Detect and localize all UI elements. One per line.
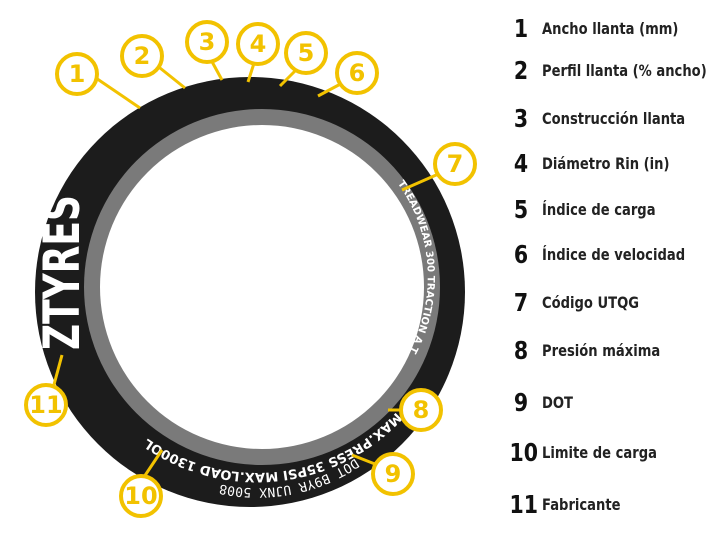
svg-text:8: 8 [413,396,430,424]
legend-item-11: 11 Fabricante [507,484,638,524]
legend-number: 11 [509,489,539,519]
legend-item-4: 4 Diámetro Rin (in) [507,143,697,183]
tire-brand: ZTYRES [34,195,91,350]
legend-number: 2 [513,55,529,85]
legend-label: Índice de carga [542,199,656,219]
legend-label: Ancho llanta (mm) [542,18,679,38]
legend-label: Índice de velocidad [542,244,686,264]
legend-item-10: 10 Limite de carga [507,432,682,472]
legend-item-5: 5 Índice de carga [507,189,680,229]
legend-number: 10 [509,437,539,467]
legend-number: 5 [513,194,529,224]
legend-label: Código UTQG [542,292,640,312]
svg-text:6: 6 [349,59,366,87]
tire-diagram: 205/55 R16 99W TREADWEAR 300 TRACTION A … [24,20,477,518]
svg-text:2: 2 [134,42,151,70]
legend-label: Limite de carga [542,442,657,462]
legend-item-7: 7 Código UTQG [507,282,660,322]
tire [35,77,465,507]
legend-number: 1 [513,13,529,43]
callout-10: 10 [119,474,163,518]
svg-text:4: 4 [250,30,267,58]
callout-1: 1 [55,52,99,96]
legend: 1 Ancho llanta (mm) 2 Perfil llanta (% a… [507,0,720,539]
legend-item-1: 1 Ancho llanta (mm) [507,8,708,48]
legend-label: Perfil llanta (% ancho) [542,60,707,80]
rim-hole [100,125,424,449]
legend-item-2: 2 Perfil llanta (% ancho) [507,50,720,90]
callout-6: 6 [335,51,379,95]
callout-4: 4 [236,22,280,66]
callout-11: 11 [24,383,68,427]
callout-2: 2 [120,34,164,78]
legend-item-8: 8 Presión máxima [507,330,686,370]
svg-text:5: 5 [298,39,315,67]
svg-text:10: 10 [124,482,157,510]
legend-item-3: 3 Construcción llanta [507,98,717,138]
callout-8: 8 [399,388,443,432]
legend-item-6: 6 Índice de velocidad [507,234,717,274]
svg-text:7: 7 [447,150,464,178]
legend-number: 9 [513,387,529,417]
legend-number: 4 [513,148,529,178]
legend-label: Construcción llanta [542,108,686,128]
svg-text:11: 11 [29,391,62,419]
legend-label: DOT [542,392,573,412]
legend-number: 3 [513,103,529,133]
legend-number: 7 [513,287,529,317]
legend-label: Presión máxima [542,340,661,360]
svg-text:9: 9 [385,460,402,488]
svg-text:3: 3 [199,28,216,56]
callout-3: 3 [185,20,229,64]
callout-5: 5 [284,31,328,75]
legend-number: 8 [513,335,529,365]
callout-9: 9 [371,452,415,496]
legend-item-9: 9 DOT [507,382,580,422]
legend-number: 6 [513,239,529,269]
legend-label: Fabricante [542,494,621,514]
svg-text:1: 1 [69,60,86,88]
legend-label: Diámetro Rin (in) [542,153,670,173]
callout-7: 7 [433,142,477,186]
